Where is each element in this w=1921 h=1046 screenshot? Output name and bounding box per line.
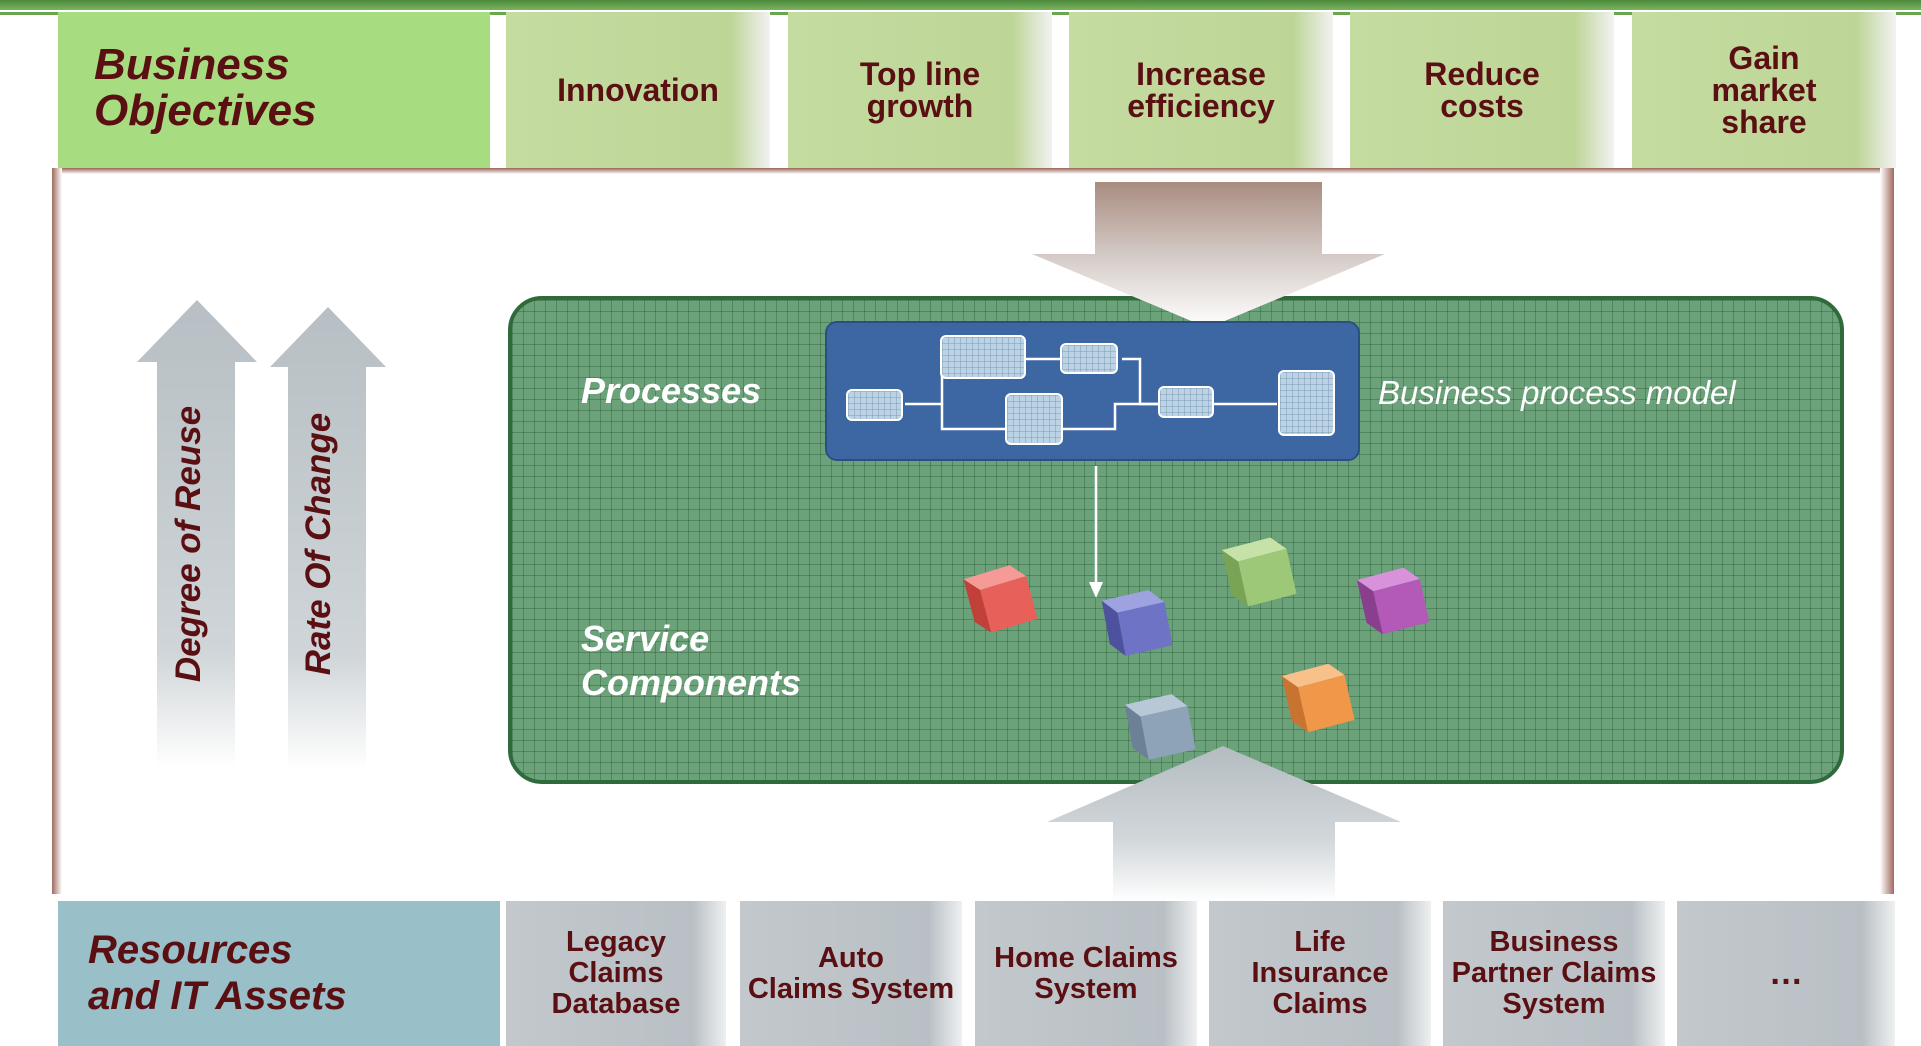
objective-text: Innovation bbox=[557, 72, 719, 108]
frame-right-edge bbox=[1880, 168, 1894, 894]
objective-text: costs bbox=[1440, 88, 1524, 124]
business-process-model-label: Business process model bbox=[1378, 374, 1736, 411]
resource-text: Legacy bbox=[566, 926, 666, 958]
frame-left-edge bbox=[52, 168, 62, 894]
service-component-blue bbox=[1101, 590, 1173, 656]
resource-text: Partner Claims bbox=[1451, 957, 1657, 989]
resource-text: … bbox=[1769, 954, 1803, 992]
rate-of-change-arrow bbox=[270, 307, 386, 770]
process-node bbox=[846, 389, 903, 421]
objective-text: growth bbox=[866, 88, 974, 124]
resource-text: Claims bbox=[1272, 988, 1368, 1020]
objectives-down-arrow bbox=[1032, 182, 1385, 328]
process-node bbox=[1278, 370, 1335, 436]
business-objectives-title: Business Objectives bbox=[58, 12, 490, 168]
process-node bbox=[940, 335, 1026, 379]
frame-top-edge bbox=[58, 168, 1894, 174]
service-component-magenta bbox=[1356, 567, 1430, 635]
degree-of-reuse-label: Degree of Reuse bbox=[169, 405, 208, 683]
objective-text: Gain bbox=[1728, 40, 1800, 76]
degree-of-reuse-arrow bbox=[137, 300, 257, 768]
resources-title: Resources and IT Assets bbox=[58, 901, 500, 1046]
processes-label: Processes bbox=[581, 370, 762, 411]
objective-text: share bbox=[1721, 104, 1807, 140]
resource-text: Auto bbox=[817, 941, 884, 974]
business-objectives-title-line2: Objectives bbox=[94, 86, 317, 135]
resources-title-line2: and IT Assets bbox=[88, 974, 347, 1018]
process-to-component-arrow bbox=[1089, 466, 1103, 598]
objective-text: Reduce bbox=[1424, 56, 1540, 92]
process-flow-connectors bbox=[905, 357, 1277, 431]
objective-innovation: Innovation bbox=[506, 12, 770, 168]
service-component-steel bbox=[1124, 694, 1196, 760]
business-objectives-title-line1: Business bbox=[94, 40, 290, 89]
resource-text: System bbox=[1034, 972, 1138, 1005]
objective-text: Top line bbox=[859, 56, 981, 92]
process-node bbox=[1060, 343, 1118, 374]
resource-more: … bbox=[1677, 901, 1895, 1046]
service-components-line2: Components bbox=[581, 662, 801, 703]
objective-text: Increase bbox=[1136, 56, 1266, 92]
objective-text: market bbox=[1711, 72, 1817, 108]
resource-text: Life bbox=[1294, 926, 1346, 958]
service-components-label: Service Components bbox=[581, 617, 801, 705]
objective-text: efficiency bbox=[1127, 88, 1275, 124]
resources-up-arrow bbox=[1047, 746, 1401, 902]
top-rule bbox=[0, 0, 1921, 12]
service-component-green bbox=[1221, 537, 1297, 607]
resource-text: Insurance bbox=[1251, 957, 1389, 989]
resource-text: Database bbox=[551, 988, 681, 1020]
rate-of-change-label: Rate Of Change bbox=[299, 412, 338, 676]
resource-text: Business bbox=[1489, 926, 1619, 958]
resource-text: Claims bbox=[568, 957, 664, 989]
service-component-red bbox=[963, 565, 1038, 633]
resources-title-line1: Resources bbox=[88, 928, 293, 972]
service-component-orange bbox=[1281, 663, 1355, 733]
service-components-line1: Service bbox=[581, 618, 710, 659]
process-node bbox=[1158, 386, 1214, 418]
resource-text: Claims System bbox=[747, 972, 955, 1005]
resource-text: System bbox=[1502, 988, 1606, 1020]
process-node bbox=[1005, 393, 1063, 445]
resource-text: Home Claims bbox=[994, 941, 1178, 974]
